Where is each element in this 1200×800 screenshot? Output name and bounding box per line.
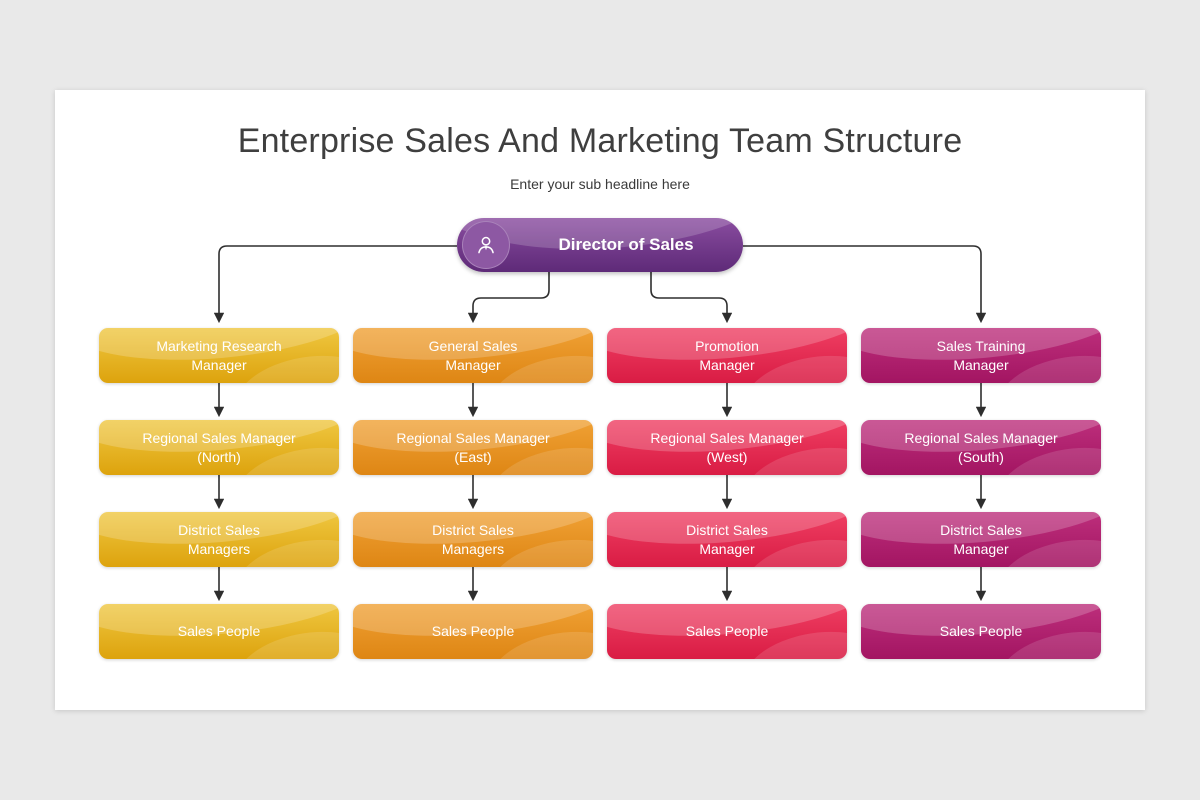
org-node-sales-training-manager: Sales Training Manager — [861, 328, 1101, 383]
org-node-regional-sales-manager-east: Regional Sales Manager (East) — [353, 420, 593, 475]
org-node-regional-sales-manager-west: Regional Sales Manager (West) — [607, 420, 847, 475]
org-node-regional-sales-manager-south: Regional Sales Manager (South) — [861, 420, 1101, 475]
org-node-label: Regional Sales Manager (South) — [904, 430, 1058, 465]
org-node-label: Sales People — [431, 623, 515, 640]
org-node-sales-people-4: Sales People — [861, 604, 1101, 659]
org-node-label: Sales People — [939, 623, 1023, 640]
org-node-district-sales-manager-4: District Sales Manager — [861, 512, 1101, 567]
org-node-label: Regional Sales Manager (West) — [650, 430, 804, 465]
org-node-label: District Sales Manager — [686, 522, 768, 557]
org-node-sales-people-1: Sales People — [99, 604, 339, 659]
org-node-district-sales-managers-1: District Sales Managers — [99, 512, 339, 567]
page-subtitle: Enter your sub headline here — [510, 176, 690, 192]
org-node-label: Regional Sales Manager (East) — [396, 430, 550, 465]
org-node-regional-sales-manager-north: Regional Sales Manager (North) — [99, 420, 339, 475]
org-node-promotion-manager: Promotion Manager — [607, 328, 847, 383]
org-node-label: Marketing Research Manager — [156, 338, 282, 373]
page-title: Enterprise Sales And Marketing Team Stru… — [237, 122, 963, 160]
director-node: Director of Sales — [457, 218, 743, 272]
org-node-general-sales-manager: General Sales Manager — [353, 328, 593, 383]
org-node-label: Promotion Manager — [695, 338, 759, 373]
person-icon — [478, 236, 494, 254]
org-node-sales-people-3: Sales People — [607, 604, 847, 659]
org-node-label: District Sales Manager — [940, 522, 1022, 557]
org-node-marketing-research-manager: Marketing Research Manager — [99, 328, 339, 383]
org-node-label: General Sales Manager — [428, 338, 518, 373]
org-node-label: Regional Sales Manager (North) — [142, 430, 296, 465]
director-avatar-circle — [462, 221, 510, 269]
org-node-label: District Sales Managers — [432, 522, 514, 557]
org-node-district-sales-manager-3: District Sales Manager — [607, 512, 847, 567]
org-node-sales-people-2: Sales People — [353, 604, 593, 659]
org-node-label: Sales People — [177, 623, 261, 640]
org-node-district-sales-managers-2: District Sales Managers — [353, 512, 593, 567]
org-node-label: District Sales Managers — [178, 522, 260, 557]
org-node-label: Sales People — [685, 623, 769, 640]
director-label: Director of Sales — [558, 235, 694, 254]
org-node-label: Sales Training Manager — [936, 338, 1026, 373]
